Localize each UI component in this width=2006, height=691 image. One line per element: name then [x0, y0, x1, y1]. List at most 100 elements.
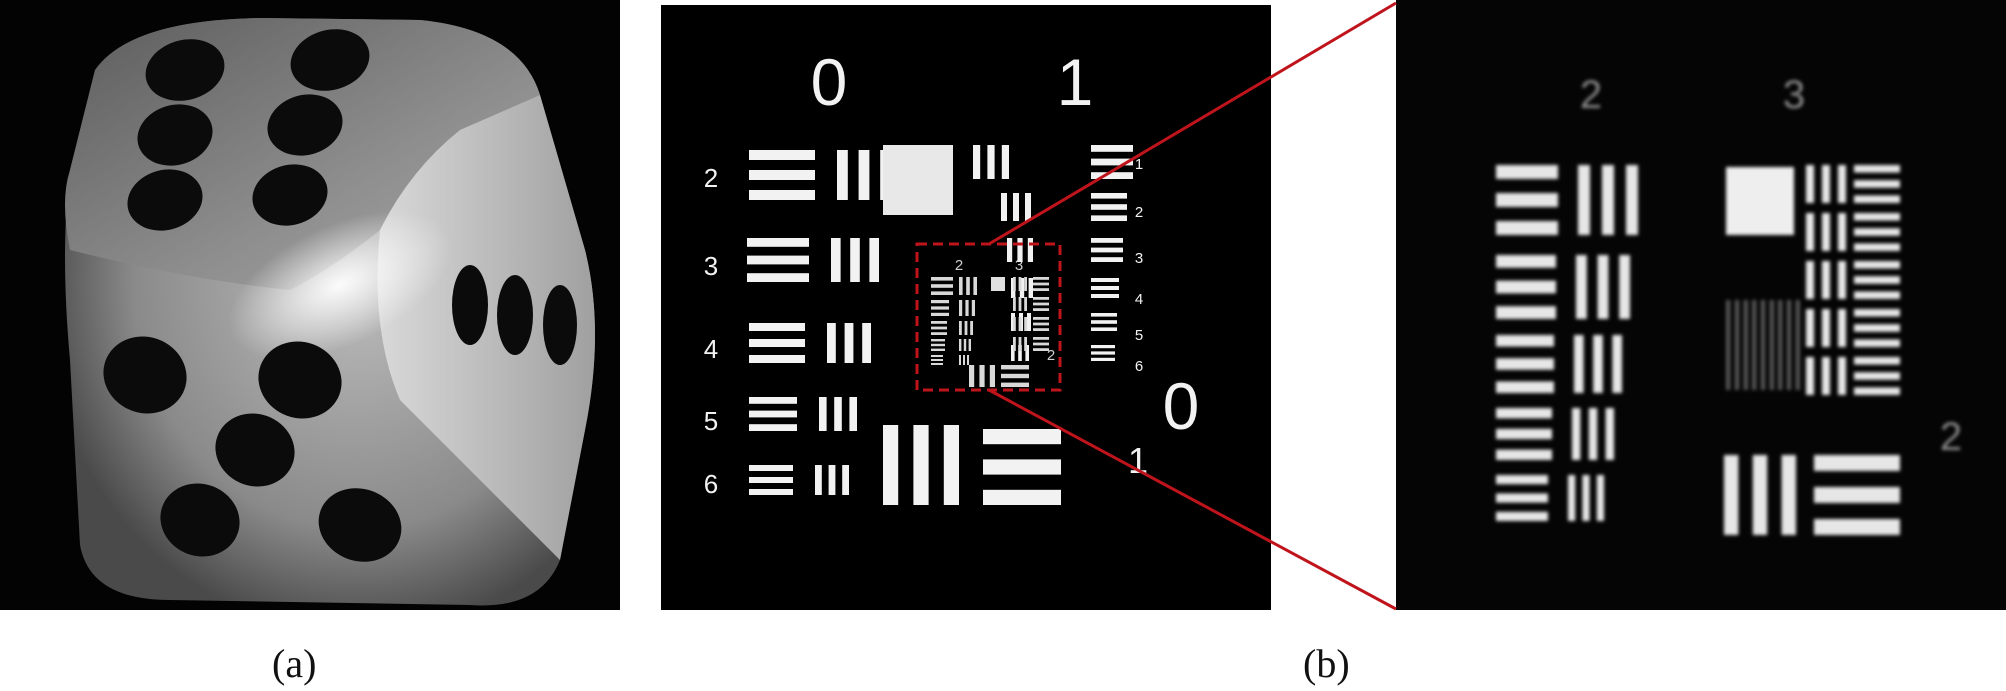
inset-element-h-4: [931, 355, 943, 365]
inset-square: [991, 277, 1005, 291]
bar: [749, 477, 793, 483]
bar: [1001, 373, 1029, 379]
bar: [1033, 308, 1049, 311]
group0-element-h-4: [749, 465, 793, 495]
bar: [1854, 291, 1900, 299]
resolution-target-illustration: 0 1 0 2 3 4 5 6 1 2 3 4 5 6 1 2 3 2: [661, 5, 1271, 610]
bar: [1091, 204, 1127, 210]
inset-group-label-3: 3: [1015, 257, 1023, 274]
bar: [1854, 243, 1900, 251]
zoom-v-1: [1576, 255, 1630, 319]
bar: [1724, 455, 1739, 535]
bar: [749, 397, 797, 404]
bar: [973, 145, 981, 179]
inset-right-h-3: [1033, 337, 1049, 351]
group1-element-v-2: [1007, 238, 1033, 262]
bar: [1822, 357, 1830, 395]
left-element-label-5: 5: [704, 406, 718, 436]
bar: [1033, 288, 1049, 291]
bar: [987, 145, 995, 179]
bar: [1496, 381, 1554, 393]
bar: [1496, 306, 1556, 319]
bar: [931, 284, 953, 288]
bar: [1001, 365, 1029, 370]
bar: [1769, 300, 1774, 390]
inset-right-v-1: [1013, 297, 1027, 311]
bar: [1018, 337, 1022, 351]
inset-element-h-1: [931, 300, 949, 316]
bar: [1033, 297, 1049, 300]
right-element-label-4: 4: [1135, 291, 1143, 308]
bar: [1778, 300, 1783, 390]
group0-element-h-0: [749, 150, 815, 200]
bar: [1028, 278, 1033, 298]
bar: [1027, 313, 1031, 331]
bar: [931, 332, 947, 335]
bar: [1496, 221, 1558, 235]
inset-element-h-0: [931, 277, 953, 295]
bar: [1091, 320, 1117, 324]
bar: [1838, 357, 1846, 395]
zoom-v-0: [1578, 165, 1638, 235]
bar: [1574, 335, 1584, 393]
bar: [1001, 382, 1029, 387]
inset-element-v-0: [959, 277, 977, 295]
bar: [1033, 302, 1049, 306]
bar: [862, 323, 871, 363]
bar: [964, 321, 968, 335]
group0-element1-h: [983, 429, 1061, 505]
bar: [970, 321, 973, 335]
left-element-label-4: 4: [704, 334, 718, 364]
zoom-right-v-0: [1806, 165, 1846, 203]
bar: [1854, 357, 1900, 365]
bar: [1091, 247, 1123, 253]
bar: [1033, 342, 1049, 346]
bar: [1011, 345, 1015, 361]
bar: [1854, 195, 1900, 203]
bar: [1496, 493, 1548, 503]
bar: [973, 277, 977, 295]
zoom-faint-v-2: [1778, 300, 1800, 390]
bar: [834, 397, 842, 431]
zoom-h-1: [1496, 255, 1556, 319]
bar: [883, 425, 899, 505]
bar: [1013, 193, 1019, 221]
bar: [1001, 193, 1007, 221]
zoom-bottom-h: [1814, 455, 1900, 535]
bar: [749, 424, 797, 431]
bar: [1025, 345, 1029, 361]
bar: [931, 355, 943, 357]
resolution-bar-patterns: [747, 145, 1133, 505]
inset-right-v-0: [1013, 277, 1027, 291]
inset-element-v-2: [959, 321, 973, 335]
group0-element-h-3: [749, 397, 797, 431]
bar: [971, 300, 975, 316]
bar: [1025, 193, 1031, 221]
bar: [1854, 387, 1900, 395]
bar: [1822, 261, 1830, 299]
bar: [983, 459, 1061, 475]
bar: [1743, 300, 1748, 390]
bar: [913, 425, 929, 505]
inset-side-label: 2: [1047, 347, 1055, 364]
inset-right-h-0: [1033, 277, 1049, 291]
group-label-side: 0: [1163, 369, 1200, 443]
bar: [1033, 282, 1049, 286]
group1-element-h-4: [1091, 313, 1117, 331]
zoom-illustration: 2 3 2: [1396, 0, 2006, 610]
bar: [931, 306, 949, 310]
bar: [844, 323, 854, 363]
group0-element-v-4: [815, 465, 849, 495]
zoom-group-label-3: 3: [1783, 73, 1805, 117]
group1-element-v-1: [1001, 193, 1031, 221]
group1-element-h-3: [1091, 278, 1119, 298]
bar: [1091, 327, 1117, 331]
zoom-square: [1726, 167, 1794, 235]
inset-group-label-2: 2: [955, 257, 963, 274]
bar: [931, 339, 945, 342]
inset-element-h-2: [931, 321, 947, 335]
bar: [858, 150, 870, 200]
bar: [849, 397, 857, 431]
bar: [1496, 280, 1556, 294]
bar: [1091, 215, 1127, 221]
